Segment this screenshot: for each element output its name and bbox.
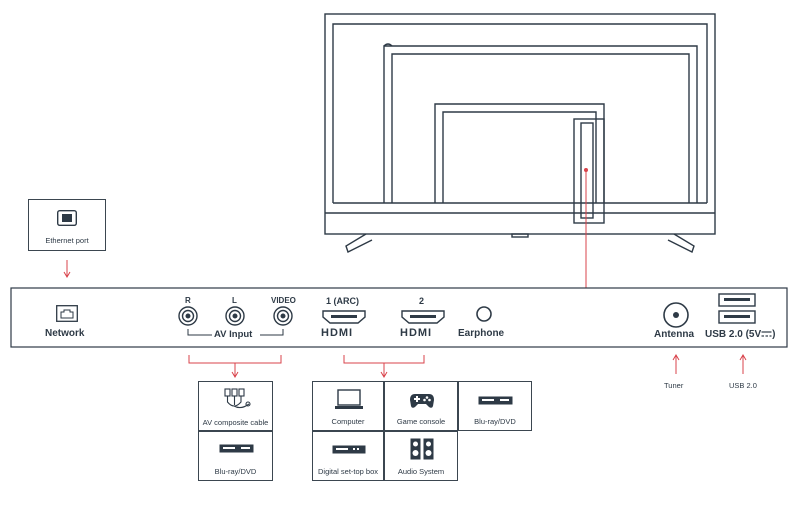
hdmi2-label: 2 <box>419 296 425 306</box>
av-device-label: AV composite cable <box>202 418 269 427</box>
av-l-label: L <box>232 296 237 305</box>
ethernet-port-label: Ethernet port <box>45 236 89 245</box>
av-video-label: VIDEO <box>271 296 296 305</box>
hdmi2-port-icon <box>401 310 445 324</box>
av-device-composite-cable: AV composite cable <box>198 381 273 431</box>
dc-power-symbol-icon <box>761 331 772 337</box>
hdmi-device-computer: Computer <box>312 381 384 431</box>
set-top-box-icon <box>332 445 366 454</box>
usb-ports-icon <box>718 293 756 324</box>
tuner-label: Tuner <box>664 381 684 390</box>
hdmi-device-label: Computer <box>331 417 365 426</box>
composite-cable-icon <box>224 388 251 409</box>
hdmi2-logo: HDMI <box>400 327 433 339</box>
hdmi-device-label: Audio System <box>397 467 445 476</box>
hdmi-device-audio-system: Audio System <box>384 431 458 481</box>
gamepad-icon <box>410 394 434 408</box>
av-device-label: Blu-ray/DVD <box>214 467 257 476</box>
hdmi-device-label: Game console <box>396 417 446 426</box>
earphone-label: Earphone <box>458 328 505 339</box>
hdmi-device-game-console: Game console <box>384 381 458 431</box>
usb-label-suffix: ) <box>772 329 776 340</box>
antenna-port-icon <box>663 302 689 328</box>
hdmi-device-label: Digital set-top box <box>317 467 379 476</box>
earphone-jack-icon <box>476 306 492 322</box>
antenna-label: Antenna <box>654 329 694 340</box>
speaker-icon <box>410 438 434 460</box>
usb-label-text: USB 2.0 (5V <box>705 329 762 340</box>
usb-label: USB 2.0 (5V) <box>705 329 775 340</box>
hdmi1-logo: HDMI <box>321 327 354 339</box>
ethernet-port-box: Ethernet port <box>28 199 106 251</box>
hdmi1-label: 1 (ARC) <box>326 296 359 306</box>
network-port-icon <box>56 305 78 322</box>
av-video-jack-icon <box>273 306 293 326</box>
usb-device-label: USB 2.0 <box>729 381 757 390</box>
hdmi-device-bluray: Blu-ray/DVD <box>458 381 532 431</box>
network-label: Network <box>45 328 85 339</box>
hdmi1-port-icon <box>322 310 366 324</box>
av-l-jack-icon <box>225 306 245 326</box>
av-device-bluray: Blu-ray/DVD <box>198 431 273 481</box>
hdmi-device-label: Blu-ray/DVD <box>474 417 516 426</box>
av-jacks <box>178 306 293 336</box>
av-r-jack-icon <box>178 306 198 326</box>
bluray-player-icon <box>478 396 513 405</box>
ethernet-port-icon <box>57 210 77 226</box>
laptop-icon <box>335 389 363 409</box>
av-input-label: AV Input <box>214 329 253 340</box>
bluray-player-icon <box>219 444 254 453</box>
av-r-label: R <box>185 296 191 305</box>
hdmi-device-set-top-box: Digital set-top box <box>312 431 384 481</box>
